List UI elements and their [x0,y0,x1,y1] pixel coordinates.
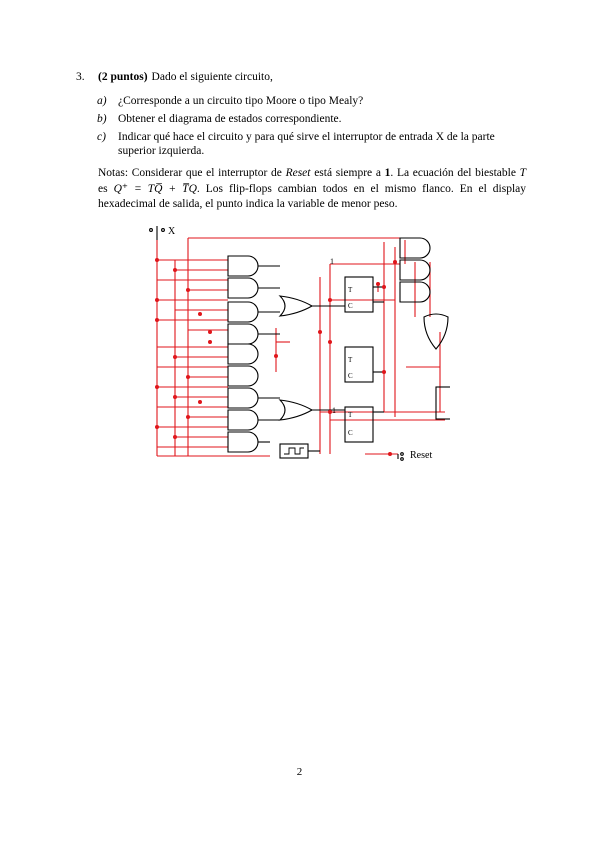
ff2-c-label: C [348,372,353,380]
ff2-t-label: T [348,356,353,364]
question-points: (2 puntos) [98,71,148,83]
item-label: a) [97,95,107,107]
question-number: 3. [76,71,85,83]
clock-generator [279,443,309,459]
clock-waveform [284,447,304,455]
junction-dots [155,258,397,456]
item-b: b) Obtener el diagrama de estados corres… [97,112,527,126]
ff1-c-label: C [348,302,353,310]
switch-label: X [168,226,176,237]
item-a: a) ¿Corresponde a un circuito tipo Moore… [97,94,527,108]
ff1-t-label: T [348,286,353,294]
circuit-diagram: X Reset 1 1 T C T C T C [149,226,450,461]
question-prompt: Dado el siguiente circuito, [151,71,273,83]
flip-flop-3 [344,406,374,443]
flip-flop-1 [344,276,374,313]
notes-paragraph: Notas: Considerar que el interruptor de … [98,167,527,210]
question-header: 3. (2 puntos)Dado el siguiente circuito, [76,70,273,84]
item-label: c) [97,131,106,143]
equation: Q⁺ = TQ̅ + T̅Q [113,182,197,195]
const-one-top: 1 [330,257,334,266]
output-or-gate [423,313,449,350]
red-wiring [156,237,445,457]
or-gate-upper [278,295,314,317]
input-switch [149,226,165,240]
flip-flop-2 [344,346,374,383]
black-components [227,237,450,461]
hex-display [435,386,450,420]
item-text: Indicar qué hace el circuito y para qué … [118,131,495,157]
reset-term: Reset [285,167,311,179]
t-variable: T [519,167,527,179]
item-c: c) Indicar qué hace el circuito y para q… [97,130,527,158]
ff3-t-label: T [348,411,353,419]
item-text: Obtener el diagrama de estados correspon… [118,113,342,125]
or-gate-lower [278,399,314,421]
item-label: b) [97,113,107,125]
page-number: 2 [296,766,303,778]
ff3-c-label: C [348,429,353,437]
item-text: ¿Corresponde a un circuito tipo Moore o … [118,95,364,107]
const-one-ff3: 1 [332,406,336,415]
reset-label: Reset [410,450,432,461]
